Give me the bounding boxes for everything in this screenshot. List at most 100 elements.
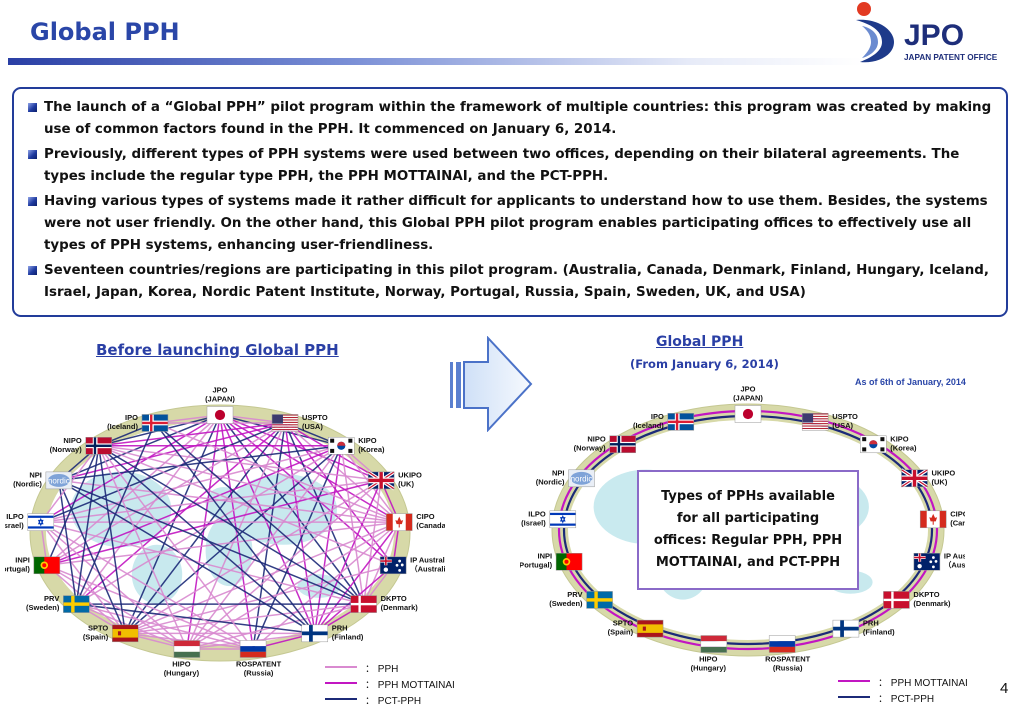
office-label: PRH — [863, 619, 879, 628]
office-country: (Finland) — [863, 628, 895, 637]
flag-uk-icon — [900, 468, 929, 489]
bullet-item: Previously, different types of PPH syste… — [28, 144, 996, 188]
office-country: (Nordic) — [536, 477, 565, 486]
left-panel-title: Before launching Global PPH — [96, 341, 339, 359]
link-mottainai — [98, 422, 286, 447]
office-country: (Korea) — [358, 445, 385, 454]
legend-item: ： PPH MOTTAINAI — [325, 676, 495, 692]
link-mottainai — [314, 521, 400, 634]
link-pph — [76, 603, 254, 650]
legend-label: ： PPH MOTTAINAI — [878, 678, 968, 689]
legend-item: ： PCT-PPH — [325, 692, 495, 708]
flag-denmark-icon — [350, 595, 377, 613]
right-legend: ： PPH MOTTAINAI ： PCT-PPH — [838, 674, 1008, 706]
bullet-square-icon — [28, 150, 37, 159]
flag-usa-icon — [271, 414, 299, 432]
link-pct — [124, 422, 286, 634]
logo-red-dot — [857, 2, 871, 16]
office-label: ROSPATENT — [236, 659, 282, 668]
legend-label: ： PCT-PPH — [878, 694, 935, 705]
page-title: Global PPH — [30, 18, 180, 46]
legend-swatch — [325, 666, 357, 668]
office-country: (Hungary) — [691, 664, 727, 673]
link-pct — [97, 445, 126, 634]
legend-swatch — [838, 696, 870, 698]
link-pph — [98, 445, 188, 650]
right-panel-title: Global PPH — [656, 334, 744, 350]
flag-sweden-icon — [63, 595, 90, 613]
office-country: (UK) — [932, 477, 948, 486]
link-pph — [46, 521, 400, 567]
office-label: IPO — [125, 413, 138, 422]
office-country: (Korea) — [890, 443, 917, 452]
page-number: 4 — [1000, 680, 1009, 697]
link-pct — [154, 422, 365, 605]
link-pct — [98, 445, 316, 634]
link-pph — [75, 445, 342, 605]
bullet-text: Seventeen countries/regions are particip… — [44, 263, 989, 300]
flag-nordic-icon: nordic — [45, 471, 73, 490]
link-pct — [154, 422, 316, 634]
link-pct — [58, 479, 316, 634]
office-label: CIPO — [416, 512, 435, 521]
link-pph — [98, 445, 400, 523]
office-country: (Russia) — [244, 668, 274, 677]
legend-label: ： PCT-PPH — [365, 696, 422, 707]
office-label: NIPO — [587, 434, 606, 443]
link-pct — [124, 445, 342, 634]
office-label: DKPTO — [381, 594, 407, 603]
logo-subtext: JAPAN PATENT OFFICE — [904, 53, 998, 62]
link-pph — [362, 480, 382, 605]
office-country: (Finland) — [332, 632, 364, 641]
office-country: (Norway) — [574, 443, 607, 452]
office-country: (Sweden) — [549, 599, 583, 608]
office-country: (Israel) — [521, 518, 546, 527]
office-label: UKIPO — [932, 468, 956, 477]
office-label: IP Australia — [410, 555, 445, 564]
link-pph — [98, 445, 394, 566]
transition-arrow-icon — [450, 336, 533, 432]
link-pct — [76, 603, 315, 635]
flag-iceland-icon — [667, 413, 695, 431]
office-label: ILPO — [6, 512, 24, 521]
left-network-diagram: JPO(JAPAN)USPTO(USA)KIPO(Korea)UKIPO(UK)… — [5, 386, 445, 678]
bullet-square-icon — [28, 197, 37, 206]
title-underline — [8, 58, 863, 65]
legend-swatch — [325, 682, 357, 684]
flag-usa-icon — [801, 413, 829, 431]
bullet-item: Seventeen countries/regions are particip… — [28, 260, 996, 304]
office-country: (Nordic) — [13, 479, 42, 488]
link-pct — [75, 445, 100, 605]
office-label: ILPO — [528, 509, 546, 518]
office-country: (Norway) — [50, 445, 83, 454]
link-pph — [186, 445, 342, 650]
link-pph — [252, 521, 400, 650]
office-label: PRV — [567, 590, 582, 599]
office-label: NPI — [29, 470, 42, 479]
office-label: KIPO — [890, 434, 909, 443]
link-mottainai — [219, 414, 382, 482]
office-label: USPTO — [302, 413, 328, 422]
flag-japan-icon — [206, 406, 234, 424]
jpo-logo: JPO JAPAN PATENT OFFICE — [852, 0, 1020, 66]
link-mottainai — [40, 414, 221, 523]
link-pph — [125, 603, 364, 635]
office-country: （Australia） — [944, 560, 965, 570]
legend-label: ： PPH MOTTAINAI — [365, 680, 455, 691]
link-mottainai — [186, 414, 221, 650]
link-pct — [58, 479, 364, 605]
flag-israel-icon — [549, 510, 577, 529]
link-pct — [58, 414, 221, 482]
office-label: KIPO — [358, 436, 377, 445]
link-pph — [98, 445, 382, 482]
office-country: (Hungary) — [164, 668, 200, 677]
office-country: (Spain) — [608, 628, 634, 637]
link-pph — [40, 521, 188, 650]
office-country: (Denmark) — [913, 599, 951, 608]
flag-spain-icon — [636, 619, 664, 638]
flag-australia-icon — [379, 556, 407, 575]
office-country: (USA) — [832, 421, 853, 430]
link-pph — [58, 479, 400, 523]
office-label: ROSPATENT — [765, 655, 811, 664]
flag-israel-icon — [27, 513, 55, 531]
